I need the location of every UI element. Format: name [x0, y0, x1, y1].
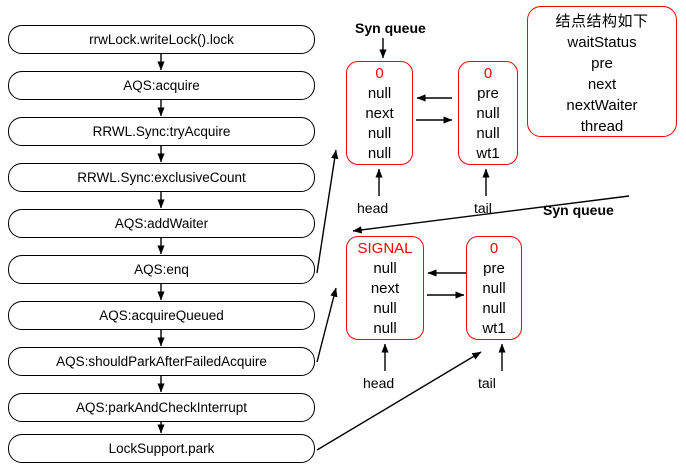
queue-0-title: Syn queue — [355, 20, 426, 36]
queue-0-head-label: head — [357, 200, 389, 216]
flow-step-3[interactable]: RRWL.Sync:exclusiveCount — [8, 163, 315, 192]
flow-step-8[interactable]: AQS:parkAndCheckInterrupt — [8, 393, 315, 422]
flow-step-1[interactable]: AQS:acquire — [8, 71, 315, 100]
queue-0-node-1-field-1: null — [476, 105, 500, 122]
queue-1-head-label: head — [363, 375, 395, 391]
queue-1-title: Syn queue — [543, 202, 614, 218]
flow-step-label: AQS:shouldParkAfterFailedAcquire — [56, 353, 267, 369]
queue-1-node-0-field-2: null — [373, 300, 397, 317]
legend-field-1: pre — [591, 55, 613, 72]
legend-field-3: nextWaiter — [566, 97, 638, 114]
queue-0-node-1-field-2: null — [476, 125, 500, 142]
queue-1-node-1[interactable]: 0 pre null null wt1 — [466, 236, 522, 340]
queue-1-node-0-field-1: next — [370, 280, 400, 297]
shouldpark-to-queue-1-arrow — [316, 287, 338, 363]
flow-step-label: RRWL.Sync:exclusiveCount — [77, 169, 246, 185]
queue-0-node-0-field-3: null — [367, 145, 392, 162]
queue-0-node-0-field-2: null — [367, 125, 392, 142]
queue-1-tail-label: tail — [478, 375, 496, 391]
flow-step-label: RRWL.Sync:tryAcquire — [92, 123, 231, 139]
queue-0-node-0[interactable]: 0 null next null null — [346, 61, 413, 165]
queue-1-node-1-field-1: null — [482, 280, 506, 297]
flow-step-label: AQS:enq — [134, 261, 189, 277]
legend-field-4: thread — [580, 118, 624, 135]
flow-step-7[interactable]: AQS:shouldParkAfterFailedAcquire — [8, 347, 315, 376]
queue-1-node-0-field-3: null — [373, 320, 397, 337]
flow-step-label: AQS:addWaiter — [114, 215, 209, 231]
queue-1-node-1-field-0: pre — [483, 260, 505, 277]
flow-step-label: AQS:acquire — [123, 77, 200, 93]
queue-0-node-1-waitstatus: 0 — [483, 65, 493, 82]
park-to-queue-1-tail-arrow — [316, 351, 482, 451]
flow-step-label: rrwLock.writeLock().lock — [89, 31, 234, 47]
flow-step-4[interactable]: AQS:addWaiter — [8, 209, 315, 238]
legend-field-2: next — [587, 76, 617, 93]
queue-0-node-0-field-0: null — [367, 85, 392, 102]
queue-1-node-0-waitstatus: SIGNAL — [357, 240, 413, 257]
queue-0-node-1-field-0: pre — [477, 85, 499, 102]
flow-step-label: AQS:acquireQueued — [99, 307, 224, 323]
legend-title: 结点结构如下 — [555, 12, 649, 30]
queue-0-node-0-waitstatus: 0 — [375, 65, 384, 82]
flow-step-5[interactable]: AQS:enq — [8, 255, 315, 284]
flow-step-6[interactable]: AQS:acquireQueued — [8, 301, 315, 330]
queue-1-node-1-waitstatus: 0 — [489, 240, 499, 257]
queue-1-node-1-field-3: wt1 — [482, 320, 506, 337]
queue-1-node-0-field-0: null — [373, 260, 397, 277]
flow-step-9[interactable]: LockSupport.park — [8, 434, 315, 463]
flow-step-label: LockSupport.park — [108, 440, 215, 456]
flow-step-0[interactable]: rrwLock.writeLock().lock — [8, 25, 315, 54]
queue-1-node-0[interactable]: SIGNAL null next null null — [346, 236, 424, 340]
node-structure-legend: 结点结构如下 waitStatus pre next nextWaiter th… — [527, 6, 677, 137]
queue-1-node-1-field-2: null — [482, 300, 506, 317]
queue-0-tail-label: tail — [474, 200, 492, 216]
queue-0-node-0-field-1: next — [365, 105, 394, 122]
flow-step-label: AQS:parkAndCheckInterrupt — [75, 399, 248, 415]
enq-to-queue-0-arrow — [316, 149, 339, 274]
queue-0-node-1[interactable]: 0 pre null null wt1 — [458, 61, 518, 165]
flow-step-2[interactable]: RRWL.Sync:tryAcquire — [8, 117, 315, 146]
queue-0-node-1-field-3: wt1 — [476, 145, 500, 162]
legend-field-0: waitStatus — [567, 34, 637, 51]
